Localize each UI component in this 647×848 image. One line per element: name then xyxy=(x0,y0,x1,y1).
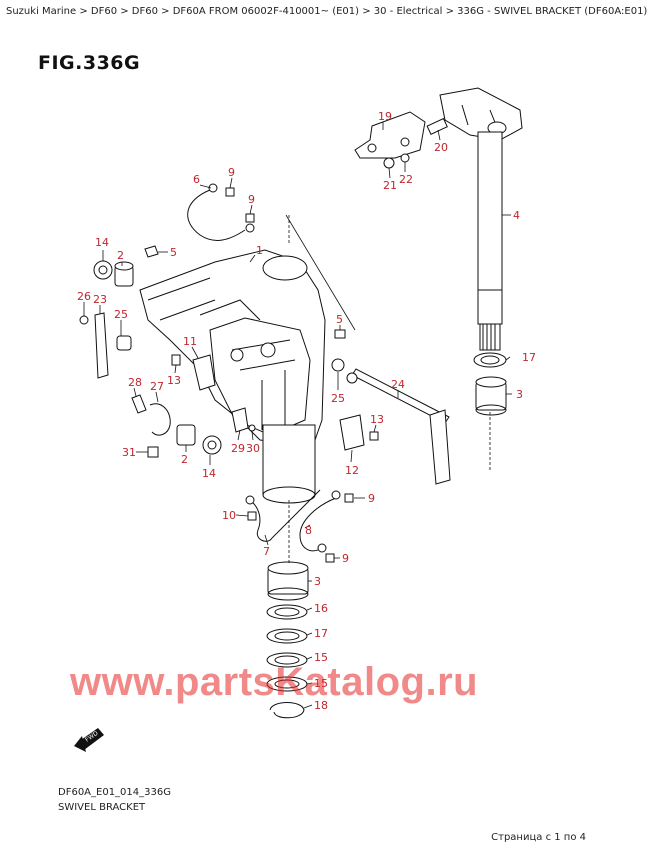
washer-17a-part xyxy=(473,352,507,368)
callout-12[interactable]: 12 xyxy=(345,464,359,477)
callout-16[interactable]: 16 xyxy=(314,602,328,615)
callout-25a[interactable]: 25 xyxy=(114,308,128,321)
washer-14b-part xyxy=(202,435,222,455)
clip-27-part xyxy=(149,403,171,436)
screw-10-part xyxy=(247,511,257,521)
bushing-2-part xyxy=(114,261,134,287)
callout-30[interactable]: 30 xyxy=(246,442,260,455)
callout-25b[interactable]: 25 xyxy=(331,392,345,405)
figure-title: FIG.336G xyxy=(38,52,141,74)
washer-16-part xyxy=(266,604,308,620)
bolt-part xyxy=(426,117,448,135)
callout-8[interactable]: 8 xyxy=(305,524,312,537)
callout-28[interactable]: 28 xyxy=(128,376,142,389)
ground-wire-8-part xyxy=(299,497,337,552)
screw-9a-part xyxy=(225,187,235,197)
bolt-5-part xyxy=(144,245,159,258)
callout-15a[interactable]: 15 xyxy=(314,651,328,664)
callout-20[interactable]: 20 xyxy=(434,141,448,154)
washer-part xyxy=(400,153,410,163)
callout-17b[interactable]: 17 xyxy=(314,627,328,640)
tilt-rod-24-part xyxy=(351,368,450,424)
footer-figure-name: SWIVEL BRACKET xyxy=(58,802,146,813)
lower-tube xyxy=(262,424,316,504)
bushing-2b-part xyxy=(176,424,196,446)
plate-23-part xyxy=(94,312,109,379)
callout-3b[interactable]: 3 xyxy=(314,575,321,588)
callout-14a[interactable]: 14 xyxy=(95,236,109,249)
ground-wire-7-part xyxy=(249,489,321,542)
bolt-5b-part xyxy=(334,329,346,339)
callout-17a[interactable]: 17 xyxy=(522,351,536,364)
callout-10[interactable]: 10 xyxy=(222,509,236,522)
callout-6[interactable]: 6 xyxy=(193,173,200,186)
forward-arrow-icon: FWD xyxy=(74,728,104,752)
clip-28-part xyxy=(131,394,147,414)
ground-wire-6-part xyxy=(187,189,246,241)
callout-31[interactable]: 31 xyxy=(122,446,136,459)
callout-27[interactable]: 27 xyxy=(150,380,164,393)
callout-3a[interactable]: 3 xyxy=(516,388,523,401)
seal-15a-part xyxy=(266,652,308,668)
bracket-part xyxy=(354,111,426,159)
callout-1[interactable]: 1 xyxy=(256,244,263,257)
callout-2b[interactable]: 2 xyxy=(181,453,188,466)
screw-13a-part xyxy=(171,354,181,366)
screw-13b-part xyxy=(369,431,379,441)
plate-12-part xyxy=(339,414,365,451)
swivel-bracket-body xyxy=(139,249,326,446)
screw-9c-part xyxy=(344,493,354,503)
callout-numbers: 19 20 21 22 4 6 9 9 14 2 5 1 26 23 25 5 … xyxy=(77,110,536,712)
callout-5b[interactable]: 5 xyxy=(336,313,343,326)
washer-17b-part xyxy=(266,628,308,644)
callout-14b[interactable]: 14 xyxy=(202,467,216,480)
callout-4[interactable]: 4 xyxy=(513,209,520,222)
screw-9b-part xyxy=(245,213,255,223)
clip-29-part xyxy=(231,407,249,433)
circlip-18-part xyxy=(269,702,305,719)
callout-29[interactable]: 29 xyxy=(231,442,245,455)
callout-2a[interactable]: 2 xyxy=(117,249,124,262)
footer-figure-code: DF60A_E01_014_336G xyxy=(58,787,171,798)
bushing-3a-part xyxy=(475,376,507,416)
nut-26-part xyxy=(79,315,89,325)
callout-23[interactable]: 23 xyxy=(93,293,107,306)
switch-11-part xyxy=(192,354,216,391)
callout-26[interactable]: 26 xyxy=(77,290,91,303)
screw-9d-part xyxy=(325,553,335,563)
bolt-30-part xyxy=(248,424,256,432)
callout-9b[interactable]: 9 xyxy=(248,193,255,206)
callout-19[interactable]: 19 xyxy=(378,110,392,123)
breadcrumb[interactable]: Suzuki Marine > DF60 > DF60 > DF60A FROM… xyxy=(6,6,647,17)
callout-22[interactable]: 22 xyxy=(399,173,413,186)
callout-9d[interactable]: 9 xyxy=(342,552,349,565)
bushing-3b-part xyxy=(267,561,309,601)
callout-9c[interactable]: 9 xyxy=(368,492,375,505)
callout-5a[interactable]: 5 xyxy=(170,246,177,259)
callout-7[interactable]: 7 xyxy=(263,545,270,558)
callout-21[interactable]: 21 xyxy=(383,179,397,192)
tilt-lever-part xyxy=(429,409,451,485)
callout-15b[interactable]: 15 xyxy=(314,677,328,690)
callout-13a[interactable]: 13 xyxy=(167,374,181,387)
steering-shaft-part xyxy=(439,87,523,351)
parts-diagram: FWD xyxy=(74,87,536,752)
bushing-25b-part xyxy=(331,358,345,372)
washer-14-part xyxy=(93,260,113,280)
page-count: Страница с 1 по 4 xyxy=(491,832,586,843)
callout-18[interactable]: 18 xyxy=(314,699,328,712)
grommet-31-part xyxy=(147,446,159,458)
leader-lines xyxy=(83,122,512,709)
callout-13b[interactable]: 13 xyxy=(370,413,384,426)
nut-part xyxy=(383,157,395,169)
callout-11[interactable]: 11 xyxy=(183,335,197,348)
watermark: www.partsKatalog.ru xyxy=(70,660,479,704)
bushing-25-part xyxy=(116,335,132,351)
callout-9a[interactable]: 9 xyxy=(228,166,235,179)
callout-24[interactable]: 24 xyxy=(391,378,405,391)
